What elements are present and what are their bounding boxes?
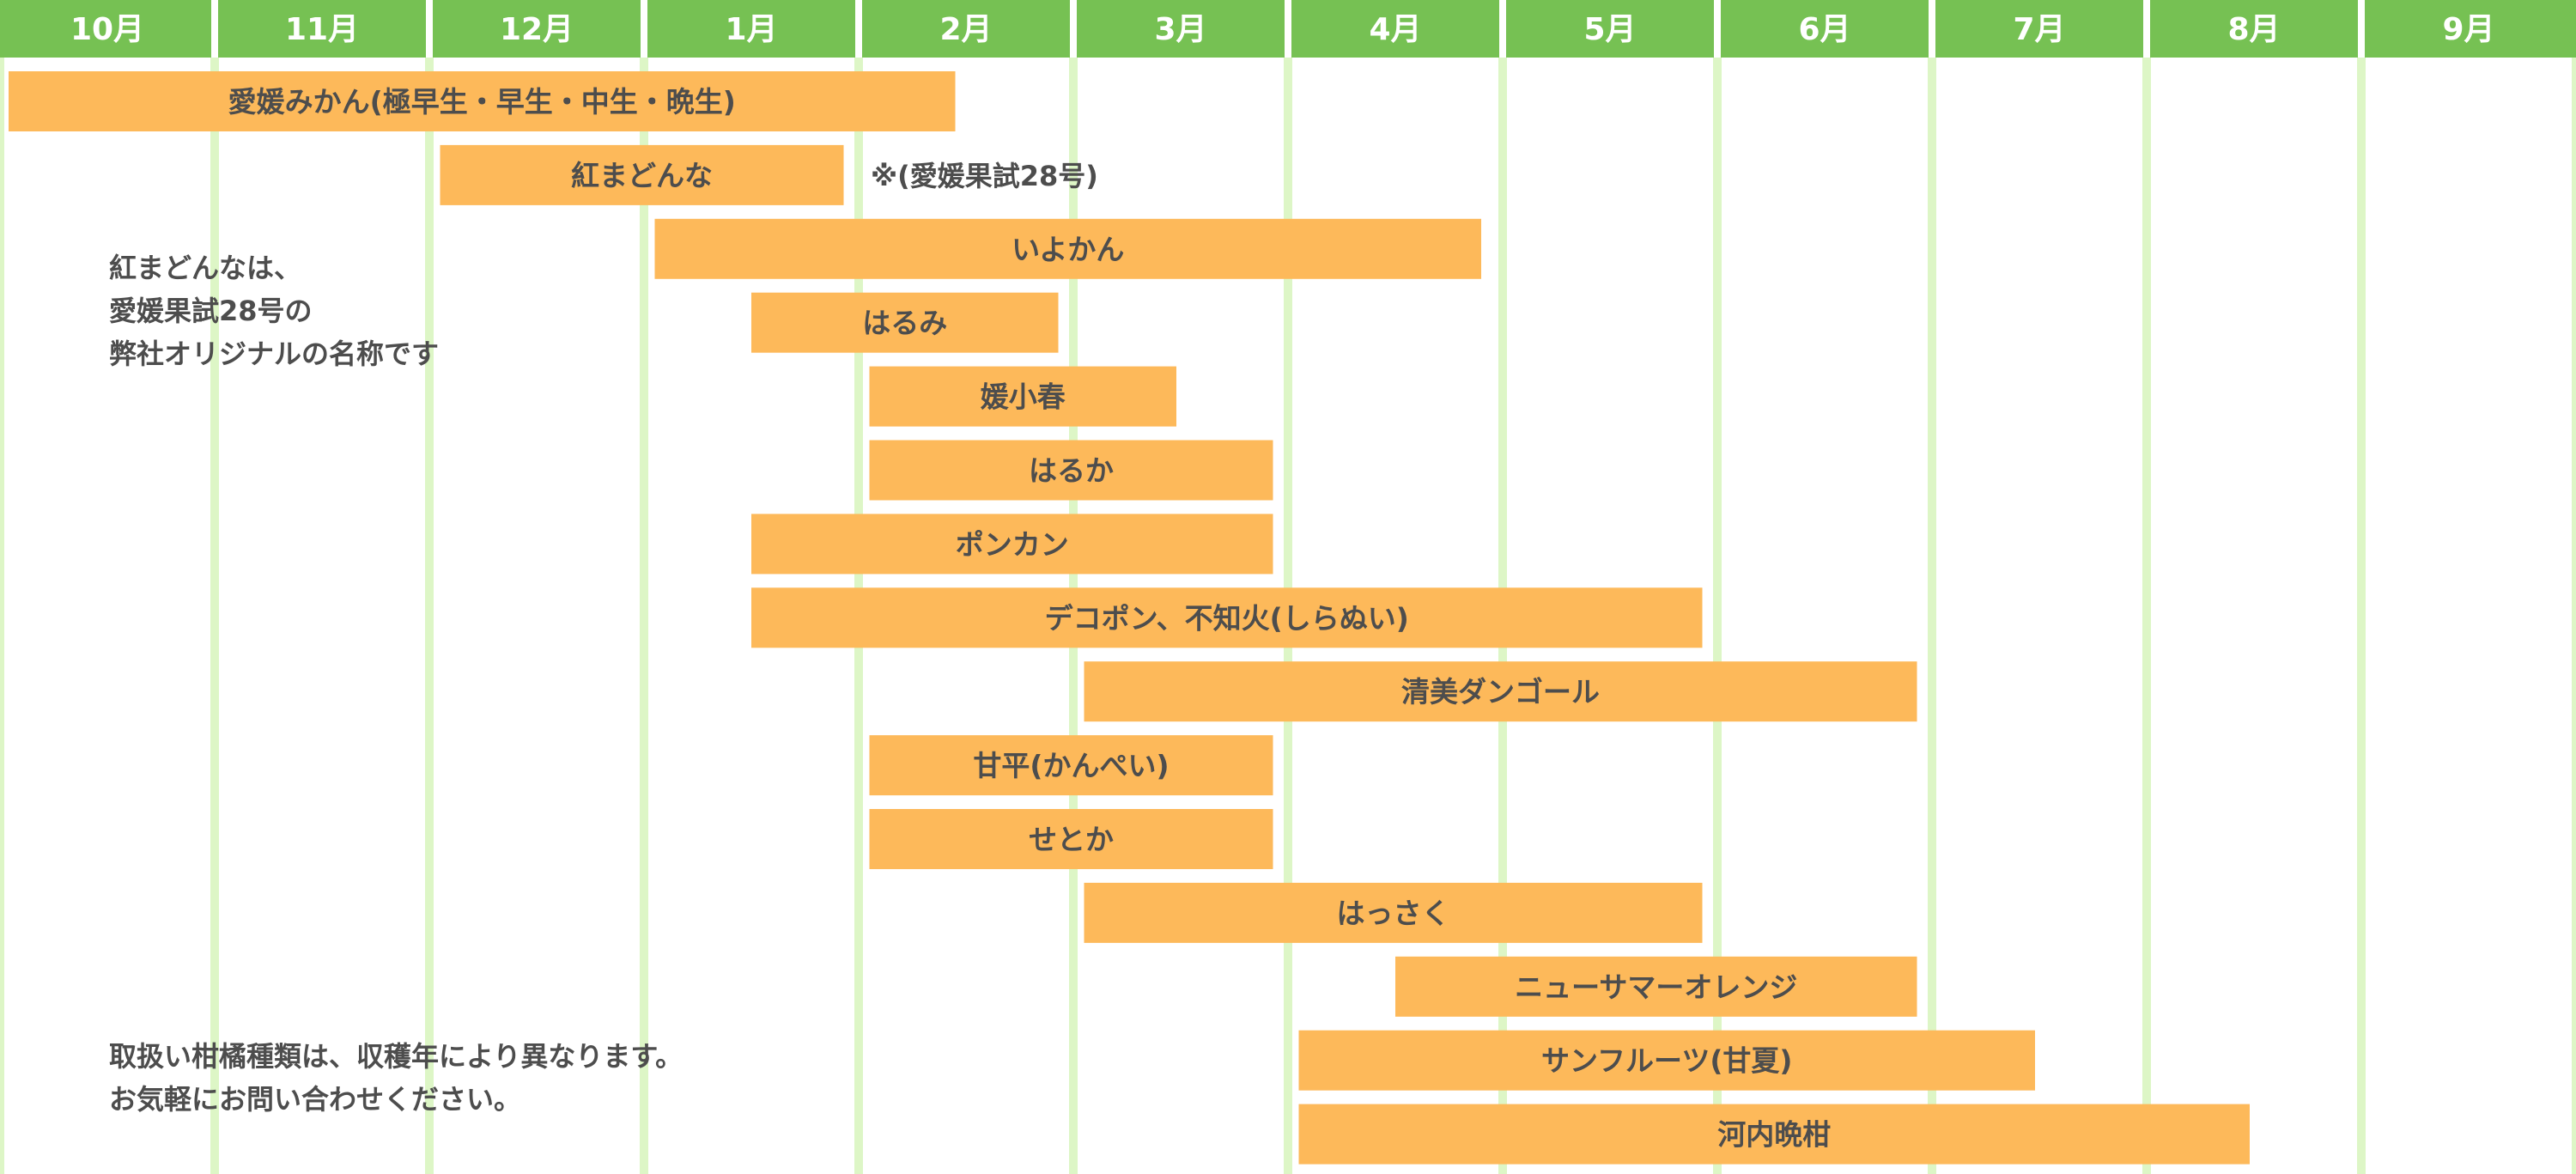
harvest-bar [1084, 661, 1917, 722]
harvest-bar [440, 144, 844, 205]
month-gridline [1928, 0, 1936, 1174]
harvest-bar [1298, 1030, 2035, 1091]
month-label: 5月 [1583, 12, 1636, 47]
month-gridline [0, 0, 4, 1174]
harvest-bars: 愛媛みかん(極早生・早生・中生・晩生) 紅まどんないよかんはるみ媛小春はるかポンカ… [9, 71, 2250, 1165]
harvest-bar [869, 366, 1176, 427]
month-header-separator [1714, 0, 1721, 58]
harvest-bar-label: はるみ [862, 307, 947, 340]
month-gridline [1284, 0, 1292, 1174]
harvest-bar-label: サンフルーツ(甘夏) [1541, 1044, 1793, 1078]
month-gridline [425, 0, 434, 1174]
harvest-bar-label: デコポン、不知火(しらぬい) [1045, 601, 1409, 635]
note-madonna: 紅まどんなは、 愛媛果試28号の 弊社オリジナルの名称です [109, 252, 439, 370]
month-label: 9月 [2442, 12, 2494, 47]
harvest-bar [9, 71, 956, 131]
month-header-separator [2358, 0, 2365, 58]
harvest-bar-label: はっさく [1337, 897, 1450, 930]
harvest-bar [869, 809, 1273, 869]
harvest-bar-label: 甘平(かんぺい) [973, 749, 1169, 782]
harvest-bar-label: はるか [1029, 454, 1114, 488]
month-header-separator [211, 0, 218, 58]
harvest-bar-label: 愛媛みかん(極早生・早生・中生・晩生) [228, 85, 736, 119]
month-gridline [854, 0, 863, 1174]
harvest-bar [1084, 882, 1703, 943]
note-madonna-line-3: 弊社オリジナルの名称です [109, 338, 439, 370]
note-varieties: 取扱い柑橘種類は、収穫年により異なります。 お気軽にお問い合わせください。 [109, 1040, 692, 1116]
month-header-separator [1499, 0, 1506, 58]
harvest-bar [751, 514, 1273, 575]
month-gridline [2142, 0, 2151, 1174]
note-madonna-line-2: 愛媛果試28号の [109, 295, 313, 327]
month-label: 1月 [725, 12, 777, 47]
harvest-bar-label: 紅まどんな [571, 159, 713, 192]
month-gridline [1069, 0, 1078, 1174]
month-label: 2月 [939, 12, 992, 47]
harvest-bar-label: いよかん [1012, 233, 1124, 266]
note-varieties-line-2: お気軽にお問い合わせください。 [109, 1083, 521, 1116]
month-label: 7月 [2013, 12, 2065, 47]
note-varieties-line-1: 取扱い柑橘種類は、収穫年により異なります。 [109, 1040, 683, 1073]
month-header-separator [641, 0, 647, 58]
harvest-bar [1395, 956, 1917, 1017]
harvest-bar-label: ポンカン [956, 527, 1069, 561]
month-gridline [1713, 0, 1722, 1174]
month-gridline [2572, 0, 2576, 1174]
month-label: 6月 [1798, 12, 1850, 47]
harvest-bar-label: 媛小春 [981, 380, 1066, 414]
harvest-bar-label: ニューサマーオレンジ [1515, 970, 1797, 1004]
month-label: 4月 [1369, 12, 1421, 47]
month-gridline [2357, 0, 2366, 1174]
month-label: 11月 [285, 12, 359, 47]
harvest-bar [751, 587, 1703, 648]
annotation-text: ※(愛媛果試28号) [871, 160, 1098, 192]
harvest-bar [869, 735, 1273, 796]
harvest-bar [1298, 1104, 2250, 1165]
month-gridline [210, 0, 219, 1174]
month-header: 10月 11月 12月 1月 2月 3月 4月 5月 6月 7月 8月 9月 [0, 0, 2576, 58]
month-gridline [1498, 0, 1507, 1174]
month-header-separator [426, 0, 433, 58]
harvest-bar [654, 218, 1481, 279]
month-label: 8月 [2227, 12, 2280, 47]
month-header-separator [855, 0, 862, 58]
month-header-separator [1929, 0, 1935, 58]
note-madonna-line-1: 紅まどんなは、 [109, 252, 301, 284]
month-header-separator [1285, 0, 1291, 58]
harvest-bar [751, 292, 1059, 353]
month-label: 10月 [70, 12, 144, 47]
month-label: 3月 [1154, 12, 1206, 47]
harvest-bar-label: 河内晩柑 [1717, 1118, 1831, 1152]
month-gridline [640, 0, 648, 1174]
harvest-bar-label: せとか [1029, 823, 1114, 856]
month-header-separator [1070, 0, 1077, 58]
harvest-bar [869, 440, 1273, 501]
harvest-bar-label: 清美ダンゴール [1401, 675, 1600, 709]
month-header-separator [2143, 0, 2150, 58]
month-label: 12月 [500, 12, 574, 47]
